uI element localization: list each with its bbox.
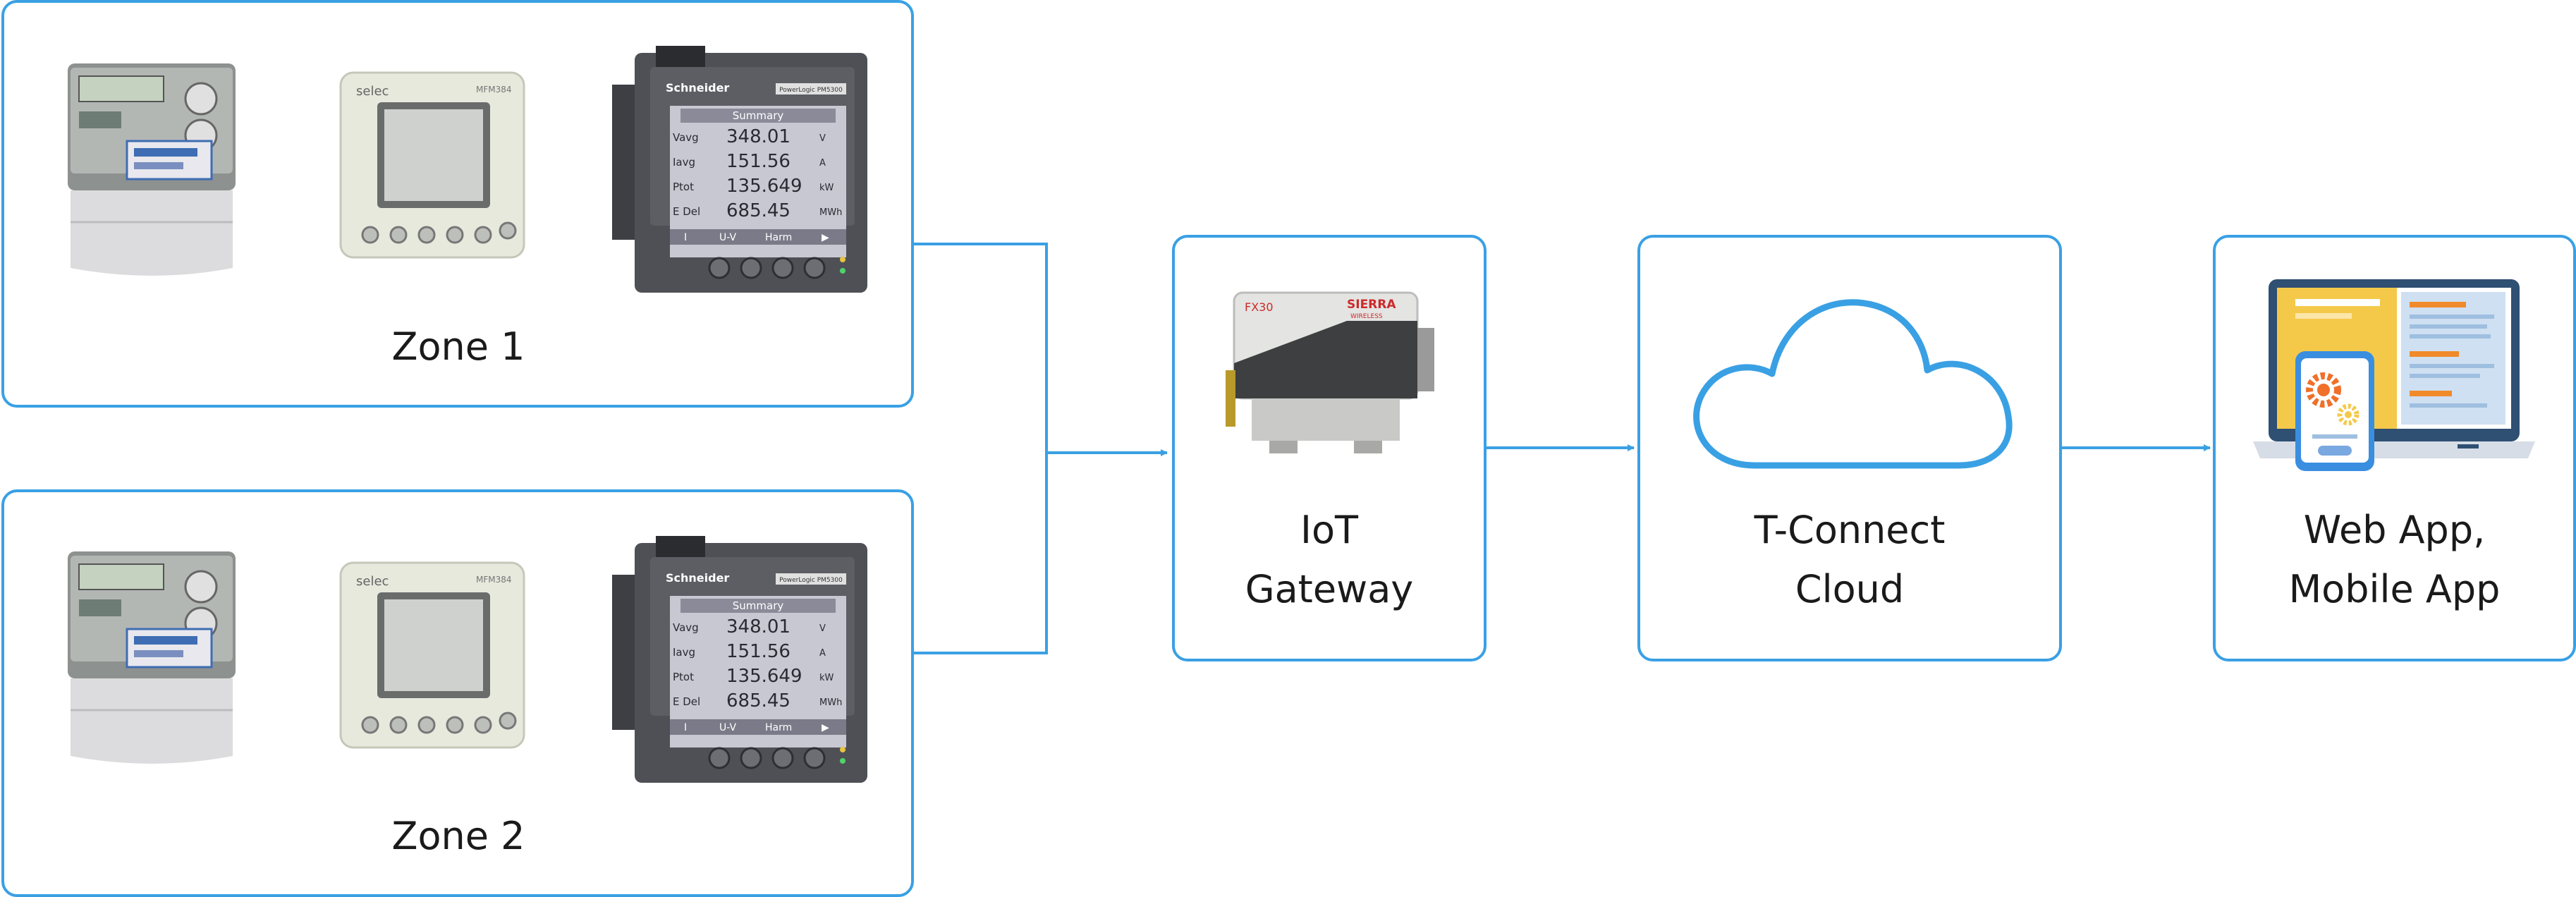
meter-row-unit: V bbox=[819, 623, 826, 634]
gateway-label-line1: IoT bbox=[1300, 508, 1358, 552]
meter-row-unit: V bbox=[819, 133, 826, 144]
meter-row-key: Iavg bbox=[673, 646, 695, 659]
meter-row-value: 135.649 bbox=[726, 666, 802, 687]
din-meter-brand: selec bbox=[356, 84, 389, 99]
meter-row-key: Vavg bbox=[673, 131, 699, 144]
power-meter-image: Schneider PowerLogic PM5300 Summary Vavg… bbox=[606, 525, 874, 786]
app-label-line2: Mobile App bbox=[2288, 567, 2501, 611]
meter-model: PowerLogic PM5300 bbox=[779, 87, 843, 94]
zone-1-label: Zone 1 bbox=[391, 324, 525, 369]
meter-footer-item: I bbox=[684, 722, 687, 733]
meter-row-unit: kW bbox=[819, 183, 834, 193]
meter-row-value: 135.649 bbox=[726, 176, 802, 197]
cloud-label-line2: Cloud bbox=[1795, 567, 1905, 611]
meter-screen-title: Summary bbox=[733, 599, 784, 612]
meter-row-key: Iavg bbox=[673, 156, 695, 169]
meter-row-value: 348.01 bbox=[726, 616, 790, 637]
meter-footer-item: U-V bbox=[719, 722, 736, 733]
cloud-icon bbox=[1693, 299, 2013, 469]
gateway-label-line2: Gateway bbox=[1245, 567, 1414, 611]
energy-meter-image bbox=[56, 544, 247, 770]
meter-row-unit: MWh bbox=[819, 207, 842, 218]
din-rail-meter-image: selec MFM384 bbox=[335, 557, 529, 755]
meter-row-value: 151.56 bbox=[726, 151, 790, 172]
meter-model: PowerLogic PM5300 bbox=[779, 577, 843, 584]
meter-row-value: 348.01 bbox=[726, 126, 790, 147]
app-illustration bbox=[2253, 274, 2535, 478]
meter-row-value: 685.45 bbox=[726, 690, 790, 712]
meter-row-value: 685.45 bbox=[726, 200, 790, 221]
din-meter-model: MFM384 bbox=[476, 85, 512, 94]
meter-footer-item: ▶ bbox=[822, 722, 829, 733]
meter-row-unit: kW bbox=[819, 673, 834, 683]
gateway-brand: SIERRA bbox=[1347, 298, 1396, 312]
gateway-model: FX30 bbox=[1245, 300, 1274, 314]
meter-screen-title: Summary bbox=[733, 109, 784, 122]
meter-footer-item: I bbox=[684, 232, 687, 243]
meter-footer-item: Harm bbox=[765, 232, 792, 243]
meter-brand: Schneider bbox=[666, 81, 729, 94]
din-meter-brand: selec bbox=[356, 574, 389, 589]
meter-row-key: E Del bbox=[673, 695, 700, 708]
meter-footer-item: ▶ bbox=[822, 232, 829, 243]
meter-footer-item: Harm bbox=[765, 722, 792, 733]
din-rail-meter-image: selec MFM384 bbox=[335, 67, 529, 264]
meter-row-unit: A bbox=[819, 158, 826, 169]
energy-meter-image bbox=[56, 56, 247, 282]
zone-2-label: Zone 2 bbox=[391, 814, 525, 858]
gateway-brand-sub: WIRELESS bbox=[1350, 313, 1383, 320]
meter-row-unit: MWh bbox=[819, 697, 842, 708]
gateway-device-image: FX30 SIERRA WIRELESS bbox=[1213, 279, 1446, 462]
din-meter-model: MFM384 bbox=[476, 575, 512, 585]
meter-row-key: Ptot bbox=[673, 181, 694, 193]
meter-brand: Schneider bbox=[666, 571, 729, 585]
meter-row-key: E Del bbox=[673, 205, 700, 218]
meter-row-unit: A bbox=[819, 648, 826, 659]
meter-footer-item: U-V bbox=[719, 232, 736, 243]
cloud-label-line1: T-Connect bbox=[1754, 508, 1946, 552]
zone1-connector bbox=[912, 243, 1048, 654]
meter-row-key: Ptot bbox=[673, 671, 694, 683]
power-meter-image: Schneider PowerLogic PM5300 Summary Vavg… bbox=[606, 35, 874, 296]
meter-row-key: Vavg bbox=[673, 621, 699, 634]
meter-row-value: 151.56 bbox=[726, 641, 790, 662]
app-label-line1: Web App, bbox=[2303, 508, 2486, 552]
